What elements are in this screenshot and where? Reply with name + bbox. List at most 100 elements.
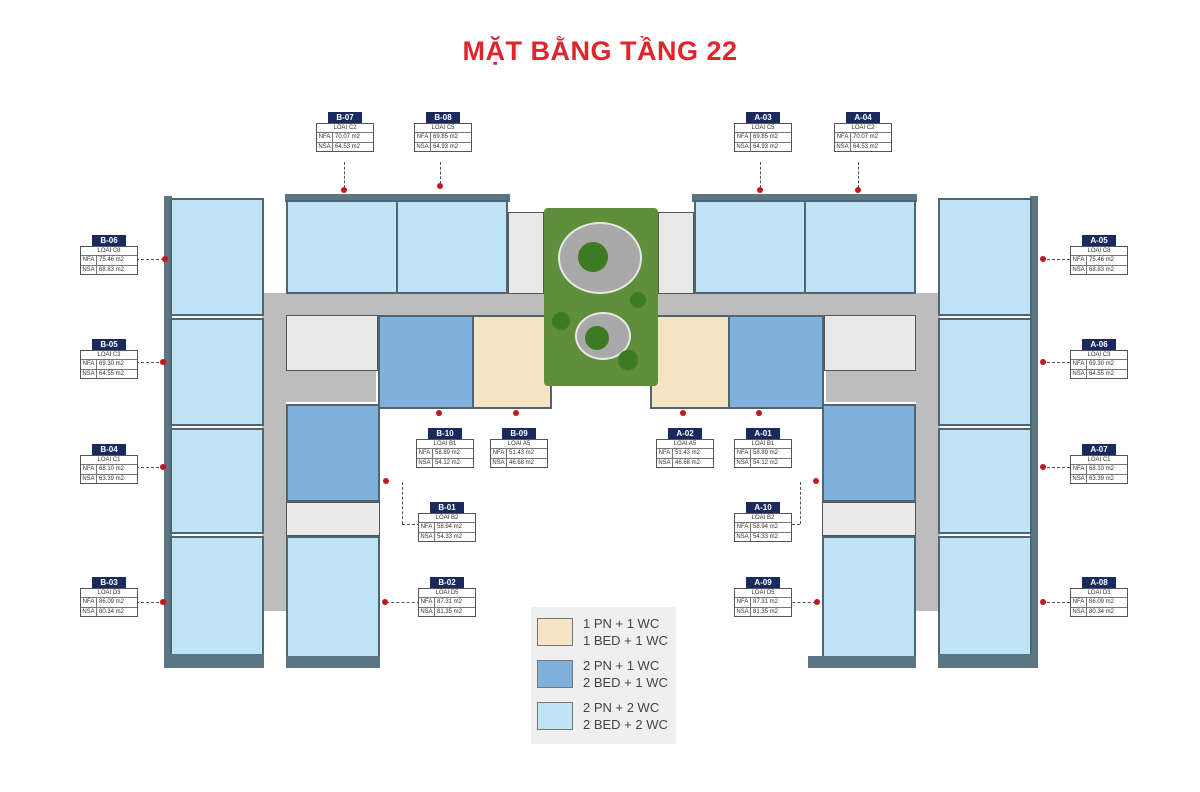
nfa-value: 68.10 m2 (99, 466, 125, 472)
nsa-label: NSA (1071, 266, 1087, 274)
leader-a03 (760, 162, 761, 188)
marker-a10 (813, 478, 819, 484)
unit-code: B-07 (328, 112, 362, 123)
legend: 1 PN + 1 WC 1 BED + 1 WC 2 PN + 1 WC 2 B… (531, 607, 676, 744)
nsa-value: 46.68 m2 (509, 460, 535, 466)
unit-block-b02 (286, 536, 380, 658)
unit-block-a01 (728, 315, 824, 409)
nfa-value: 87.31 m2 (437, 599, 463, 605)
leader-b01-h (402, 524, 420, 525)
nfa-label: NFA (735, 449, 751, 458)
nfa-label: NFA (735, 133, 751, 142)
leader-a04 (858, 162, 859, 188)
unit-code: A-03 (746, 112, 780, 123)
marker-a09 (814, 599, 820, 605)
nfa-value: 69.85 m2 (433, 134, 459, 140)
corridor-top-right (650, 293, 940, 315)
marker-a01 (756, 410, 762, 416)
unit-type: LOAI D3 (81, 589, 137, 598)
nfa-label: NFA (835, 133, 851, 142)
balcony-b03 (164, 654, 264, 668)
nsa-value: 64.53 m2 (335, 144, 361, 150)
nsa-value: 64.93 m2 (753, 144, 779, 150)
nfa-label: NFA (419, 523, 435, 532)
balcony-top-left (285, 194, 510, 202)
unit-block-b08 (396, 200, 508, 294)
unit-block-a08 (938, 536, 1032, 656)
nsa-label: NSA (81, 266, 97, 274)
unit-block-b05 (170, 318, 264, 426)
nsa-value: 80.34 m2 (99, 609, 125, 615)
nfa-value: 70.07 m2 (853, 134, 879, 140)
unit-type: LOAI C2 (317, 124, 373, 133)
legend-line-vi: 2 PN + 1 WC (583, 658, 660, 673)
unit-type: LOAI A5 (491, 440, 547, 449)
nsa-label: NSA (835, 143, 851, 151)
nfa-value: 58.94 m2 (753, 524, 779, 530)
unit-code: A-07 (1082, 444, 1116, 455)
unit-code: B-09 (502, 428, 536, 439)
marker-b09 (513, 410, 519, 416)
corridor-left-diagonal (286, 370, 376, 402)
marker-a02 (680, 410, 686, 416)
nfa-value: 70.07 m2 (335, 134, 361, 140)
unit-code: A-05 (1082, 235, 1116, 246)
balcony-a08 (938, 654, 1038, 668)
legend-swatch (537, 660, 573, 688)
unit-code: A-09 (746, 577, 780, 588)
nfa-label: NFA (81, 465, 97, 474)
nsa-label: NSA (81, 475, 97, 483)
nsa-value: 46.68 m2 (675, 460, 701, 466)
unit-type: LOAI C1 (1071, 456, 1127, 465)
unit-block-a05 (938, 198, 1032, 316)
unit-block-a06 (938, 318, 1032, 426)
legend-line-vi: 1 PN + 1 WC (583, 616, 660, 631)
nfa-label: NFA (1071, 598, 1087, 607)
nsa-label: NSA (81, 608, 97, 616)
nfa-value: 68.10 m2 (1089, 466, 1115, 472)
unit-block-a04 (804, 200, 916, 294)
marker-b10 (436, 410, 442, 416)
nfa-value: 69.30 m2 (99, 361, 125, 367)
nfa-value: 51.43 m2 (509, 450, 535, 456)
marker-a03 (757, 187, 763, 193)
nsa-value: 54.12 m2 (435, 460, 461, 466)
unit-code: A-04 (846, 112, 880, 123)
leader-b08 (440, 162, 441, 184)
leader-b01-v (402, 482, 403, 524)
nsa-value: 68.83 m2 (99, 267, 125, 273)
nsa-label: NSA (735, 143, 751, 151)
nsa-value: 81.35 m2 (753, 609, 779, 615)
unit-type: LOAI C2 (835, 124, 891, 133)
unit-code: A-10 (746, 502, 780, 513)
unit-block-a07 (938, 428, 1032, 534)
nsa-label: NSA (657, 459, 673, 467)
unit-type: LOAI C3 (1071, 351, 1127, 360)
nsa-label: NSA (491, 459, 507, 467)
unit-type: LOAI B2 (419, 514, 475, 523)
corridor-right-diagonal (826, 370, 916, 402)
corridor-right (916, 293, 940, 611)
unit-block-b03 (170, 536, 264, 656)
nfa-value: 58.94 m2 (437, 524, 463, 530)
tree-icon (585, 326, 609, 350)
balcony-top-right (692, 194, 917, 202)
leader-b06 (136, 259, 164, 260)
nsa-label: NSA (1071, 370, 1087, 378)
unit-block-b10 (378, 315, 474, 409)
leader-a06 (1042, 362, 1070, 363)
unit-type: LOAI B1 (735, 440, 791, 449)
nfa-label: NFA (735, 523, 751, 532)
unit-code: B-06 (92, 235, 126, 246)
